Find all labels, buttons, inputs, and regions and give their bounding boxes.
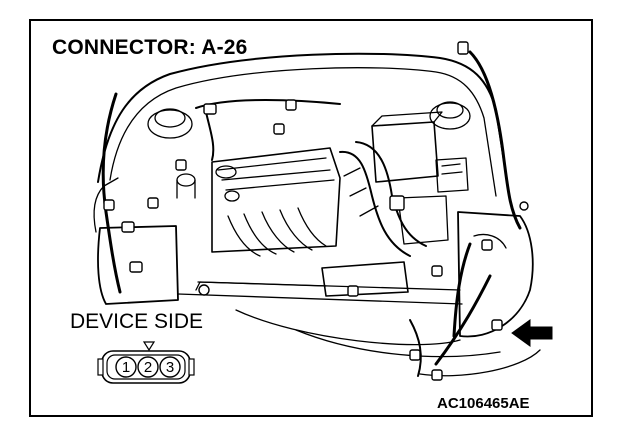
harness-connectors: [103, 41, 529, 381]
pin-3-label: 3: [166, 359, 174, 376]
pin-3-circle: [159, 356, 181, 378]
connector-face: 1 2 3: [97, 341, 195, 384]
pin-2-label: 2: [144, 359, 152, 376]
connector-lock-triangle: [142, 341, 156, 352]
pin-2-circle: [137, 356, 159, 378]
pin-1-circle: [115, 356, 137, 378]
location-arrow: [511, 319, 553, 347]
diagram-frame: [29, 19, 593, 417]
pin-1-label: 1: [122, 359, 130, 376]
engine-bay-illustration: [93, 52, 541, 377]
connector-title: CONNECTOR: A-26: [52, 36, 248, 59]
figure-id: AC106465AE: [437, 395, 530, 412]
device-side-label: DEVICE SIDE: [70, 310, 204, 333]
